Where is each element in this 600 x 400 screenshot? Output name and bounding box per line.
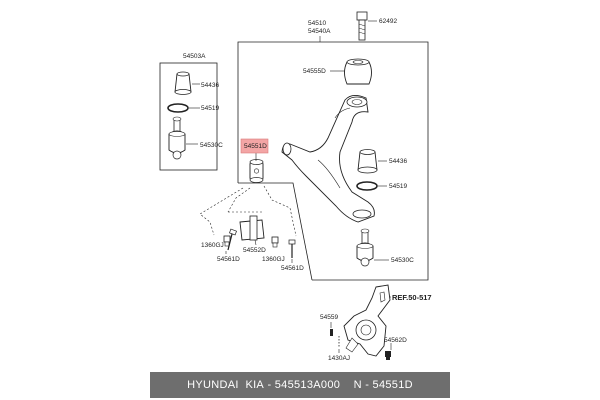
- label-54436-right: 54436: [389, 158, 407, 165]
- label-54510: 54510: [308, 20, 326, 27]
- steering-knuckle: [343, 284, 391, 357]
- label-54540A: 54540A: [308, 28, 331, 35]
- label-54561D-right: 54561D: [281, 265, 304, 272]
- label-54530C-left: 54530C: [200, 142, 223, 149]
- bushing-54436-left: [174, 71, 192, 95]
- label-1360GJ-left: 1360GJ: [201, 242, 224, 249]
- label-1430AJ: 1430AJ: [328, 355, 350, 362]
- assembly-frame: [237, 41, 429, 281]
- label-54562D: 54562D: [384, 337, 407, 344]
- assembly-frame-lower: [238, 182, 313, 281]
- nut-1360GJ-right: [271, 236, 279, 248]
- part-info-bar: HYUNDAI KIA - 545513A000 N - 54551D: [150, 372, 450, 398]
- label-54555D: 54555D: [303, 68, 326, 75]
- n-label-text: N: [353, 379, 362, 391]
- make-text: KIA: [245, 379, 265, 391]
- label-54552D: 54552D: [243, 247, 266, 254]
- leader-54552D: [254, 239, 257, 246]
- ball-joint-54530C-right: [356, 228, 374, 267]
- label-54561D-left: 54561D: [217, 256, 240, 263]
- bushing-54436-right: [357, 149, 378, 174]
- separator-text-2: -: [365, 379, 370, 391]
- brand-text: HYUNDAI: [187, 379, 239, 391]
- ring-54519-left: [167, 103, 189, 113]
- bolt-62492: [356, 11, 368, 41]
- label-54519-left: 54519: [201, 105, 219, 112]
- bushing-54555D: [344, 58, 372, 85]
- pin-54559: [330, 329, 333, 336]
- label-ref: REF.50-517: [392, 293, 432, 302]
- label-62492: 62492: [379, 18, 397, 25]
- ball-joint-54530C-left: [168, 116, 186, 160]
- label-54436-left: 54436: [201, 82, 219, 89]
- label-1360GJ-right: 1360GJ: [262, 256, 285, 263]
- label-54530C-right: 54530C: [391, 257, 414, 264]
- label-54559: 54559: [320, 314, 338, 321]
- bolt-54561D-left: [227, 228, 237, 251]
- n-value-text: 54551D: [372, 379, 413, 391]
- label-54551D: 54551D: [244, 143, 267, 150]
- part-number-text: 545513A000: [274, 379, 341, 391]
- label-54503A: 54503A: [183, 53, 206, 60]
- separator-text: -: [267, 379, 272, 391]
- kit-box: [159, 62, 218, 171]
- mounting-guide-lines: [199, 185, 297, 237]
- highlight-54551D: [240, 138, 269, 154]
- bracket-54552D: [239, 215, 265, 241]
- nut-54562D: [385, 351, 391, 360]
- label-54519-right: 54519: [389, 183, 407, 190]
- bolt-54561D-right: [288, 239, 296, 258]
- bushing-54551D: [249, 159, 264, 183]
- ring-54519-right: [356, 181, 378, 191]
- lower-control-arm: [281, 95, 375, 223]
